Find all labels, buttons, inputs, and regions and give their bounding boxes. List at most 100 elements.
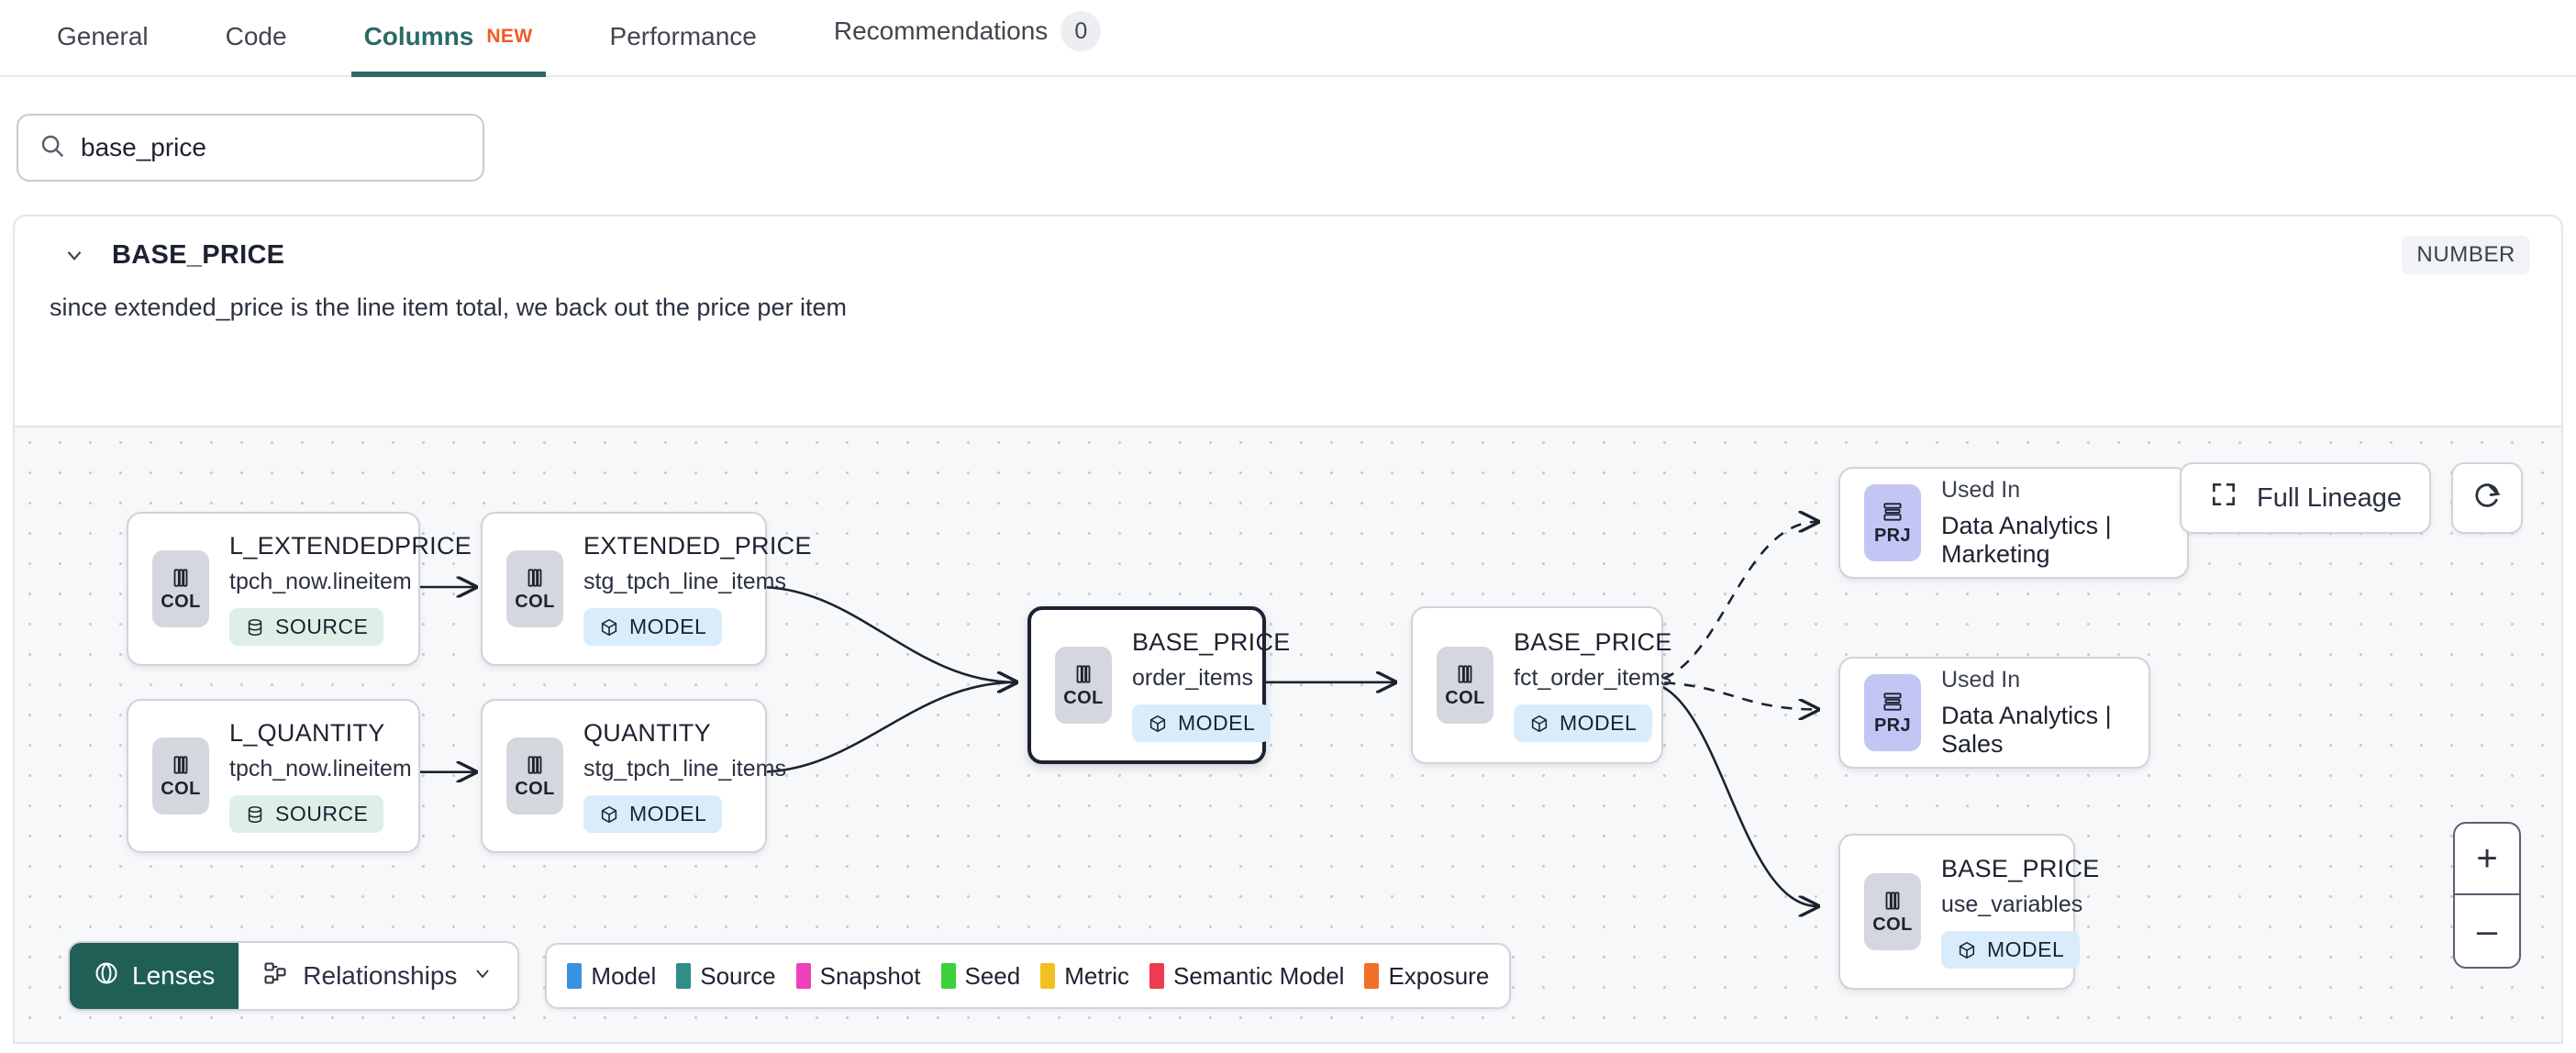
- used-in-label: Used In: [1941, 667, 2021, 693]
- archive-icon: [1883, 692, 1902, 711]
- kind-label: COL: [515, 591, 555, 612]
- kind-label: COL: [1872, 914, 1913, 935]
- database-icon: [248, 805, 262, 823]
- legend-item-seed: Seed: [940, 961, 1021, 991]
- tab-recommendations[interactable]: Recommendations 0: [833, 11, 1102, 75]
- materialization-badge: MODEL: [1132, 704, 1271, 742]
- materialization-label: MODEL: [629, 802, 707, 826]
- lineage-node-l-quantity[interactable]: COL L_QUANTITY tpch_now.lineitem SOURCE: [127, 699, 420, 853]
- column-kind-chip: COL: [506, 550, 563, 627]
- tab-label: Performance: [609, 22, 757, 50]
- lineage-edges: [415, 427, 2561, 1040]
- column-kind-chip: COL: [1437, 647, 1493, 724]
- kind-label: PRJ: [1873, 525, 1912, 546]
- legend: Model Source Snapshot Seed Metric: [545, 943, 1512, 1009]
- kind-label: COL: [161, 591, 201, 612]
- node-name: QUANTITY: [583, 719, 711, 747]
- tab-label: General: [57, 22, 149, 50]
- relationships-label: Relationships: [303, 961, 458, 990]
- column-header: BASE_PRICE NUMBER: [15, 216, 2561, 274]
- tab-performance[interactable]: Performance: [610, 22, 757, 75]
- legend-label: Metric: [1064, 961, 1130, 990]
- refresh-button[interactable]: [2451, 462, 2523, 534]
- relationships-icon: [262, 960, 288, 992]
- legend-item-exposure: Exposure: [1364, 962, 1489, 991]
- legend-item-semantic-model: Semantic Model: [1149, 962, 1344, 991]
- node-subtitle: use_variables: [1941, 892, 2083, 917]
- zoom-controls: + –: [2453, 822, 2521, 969]
- database-icon: [248, 618, 262, 636]
- kind-label: COL: [1445, 687, 1485, 708]
- tab-general[interactable]: General: [57, 22, 149, 75]
- lineage-node-project-marketing[interactable]: PRJ Used In Data Analytics | Marketing: [1838, 467, 2189, 579]
- legend-swatch: [567, 963, 583, 989]
- legend-item-source: Source: [676, 961, 776, 991]
- node-name: EXTENDED_PRICE: [583, 532, 812, 560]
- chevron-down-icon: [472, 961, 494, 991]
- full-lineage-button[interactable]: Full Lineage: [2180, 462, 2431, 534]
- lineage-canvas[interactable]: COL L_EXTENDEDPRICE tpch_now.lineitem SO…: [15, 426, 2561, 1042]
- search-input[interactable]: base_price: [17, 114, 484, 182]
- lineage-node-project-sales[interactable]: PRJ Used In Data Analytics | Sales: [1838, 657, 2150, 769]
- materialization-label: MODEL: [1178, 711, 1256, 735]
- materialization-badge: MODEL: [1941, 931, 2081, 969]
- kind-label: PRJ: [1873, 715, 1912, 736]
- node-subtitle: fct_order_items: [1514, 665, 1672, 691]
- cube-icon: [601, 618, 617, 636]
- column-kind-chip: COL: [506, 737, 563, 815]
- lenses-label: Lenses: [132, 961, 216, 990]
- legend-label: Source: [700, 961, 776, 990]
- search-value: base_price: [81, 133, 206, 161]
- column-kind-chip: COL: [152, 550, 209, 627]
- legend-swatch: [1040, 963, 1056, 989]
- tab-label: Code: [225, 22, 287, 50]
- node-name: BASE_PRICE: [1514, 628, 1672, 656]
- lineage-node-base-price-fct-order-items[interactable]: COL BASE_PRICE fct_order_items MODEL: [1411, 606, 1671, 764]
- new-badge: NEW: [486, 26, 533, 47]
- tab-label: Recommendations: [833, 17, 1049, 45]
- tab-label: Columns: [363, 22, 474, 50]
- zoom-out-button[interactable]: –: [2476, 910, 2498, 951]
- lenses-button[interactable]: Lenses: [70, 943, 239, 1009]
- node-subtitle: tpch_now.lineitem: [229, 569, 412, 594]
- lineage-node-quantity[interactable]: COL QUANTITY stg_tpch_line_items MODEL: [481, 699, 786, 853]
- legend-label: Model: [591, 961, 657, 990]
- lineage-node-l-extendedprice[interactable]: COL L_EXTENDEDPRICE tpch_now.lineitem SO…: [127, 512, 472, 666]
- lineage-node-base-price-use-variables[interactable]: COL BASE_PRICE use_variables MODEL: [1838, 834, 2099, 990]
- node-subtitle: order_items: [1132, 665, 1253, 691]
- tab-columns[interactable]: Columns NEW: [350, 22, 546, 77]
- project-kind-chip: PRJ: [1864, 674, 1921, 751]
- legend-item-snapshot: Snapshot: [795, 962, 921, 991]
- node-name: BASE_PRICE: [1941, 855, 2100, 882]
- legend-label: Semantic Model: [1173, 961, 1345, 990]
- archive-icon: [1883, 502, 1902, 521]
- column-description: since extended_price is the line item to…: [50, 294, 847, 321]
- cube-icon: [601, 805, 617, 823]
- expand-icon: [2209, 480, 2238, 516]
- zoom-in-button[interactable]: +: [2455, 824, 2519, 895]
- materialization-badge: SOURCE: [229, 795, 384, 833]
- refresh-icon: [2471, 481, 2503, 516]
- kind-label: COL: [1063, 687, 1104, 708]
- tab-code[interactable]: Code: [226, 22, 287, 75]
- node-name: L_QUANTITY: [229, 719, 385, 747]
- lineage-node-base-price-order-items[interactable]: COL BASE_PRICE order_items MODEL: [1027, 606, 1290, 764]
- legend-label: Seed: [964, 961, 1021, 990]
- column-kind-chip: COL: [1864, 873, 1921, 950]
- materialization-badge: MODEL: [1514, 704, 1653, 742]
- materialization-label: MODEL: [1987, 937, 2065, 961]
- column-type-badge: NUMBER: [2402, 236, 2530, 274]
- relationships-dropdown[interactable]: Relationships: [239, 943, 517, 1009]
- cube-icon: [1149, 715, 1166, 732]
- chevron-down-icon[interactable]: [62, 243, 86, 267]
- legend-swatch: [1364, 963, 1380, 989]
- project-name: Data Analytics | Marketing: [1941, 512, 2112, 568]
- node-name: L_EXTENDEDPRICE: [229, 532, 472, 560]
- kind-label: COL: [161, 778, 201, 799]
- recommendations-count-badge: 0: [1060, 11, 1102, 51]
- lineage-node-extended-price[interactable]: COL EXTENDED_PRICE stg_tpch_line_items M…: [481, 512, 811, 666]
- legend-swatch: [676, 963, 692, 989]
- kind-label: COL: [515, 778, 555, 799]
- materialization-label: MODEL: [1560, 711, 1638, 735]
- materialization-label: SOURCE: [275, 615, 369, 638]
